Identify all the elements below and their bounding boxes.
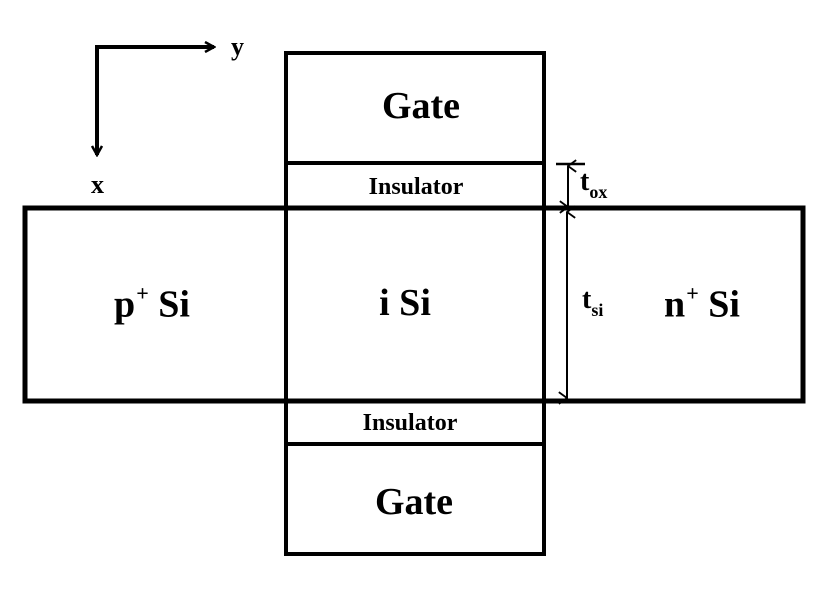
tsi-label: tsi — [582, 284, 604, 320]
tox-label: tox — [580, 166, 608, 202]
channel-label: i Si — [379, 282, 431, 324]
bottom-gate-label: Gate — [374, 481, 454, 523]
source-label-rest: Si — [148, 283, 190, 326]
source-label-sup: + — [136, 280, 149, 306]
source-label-base: p — [114, 283, 136, 326]
source-label: p+ Si — [114, 280, 190, 326]
tsi-label-sub: si — [591, 300, 604, 320]
tsi-label-base: t — [582, 284, 592, 315]
bottom-insulator-label: Insulator — [362, 410, 458, 436]
coordinate-axes — [97, 45, 214, 155]
drain-label-base: n — [664, 283, 686, 326]
tox-label-sub: ox — [589, 182, 608, 202]
drain-label: n+ Si — [664, 280, 740, 326]
top-insulator-label: Insulator — [368, 174, 464, 200]
tox-label-base: t — [580, 166, 590, 197]
bottom-gate-box — [284, 442, 546, 556]
tox-dimension — [556, 164, 585, 207]
x-axis-label: x — [91, 170, 104, 199]
y-axis-label: y — [231, 32, 244, 61]
drain-label-sup: + — [686, 280, 699, 306]
drain-label-rest: Si — [698, 283, 740, 326]
top-gate-label: Gate — [381, 85, 461, 127]
